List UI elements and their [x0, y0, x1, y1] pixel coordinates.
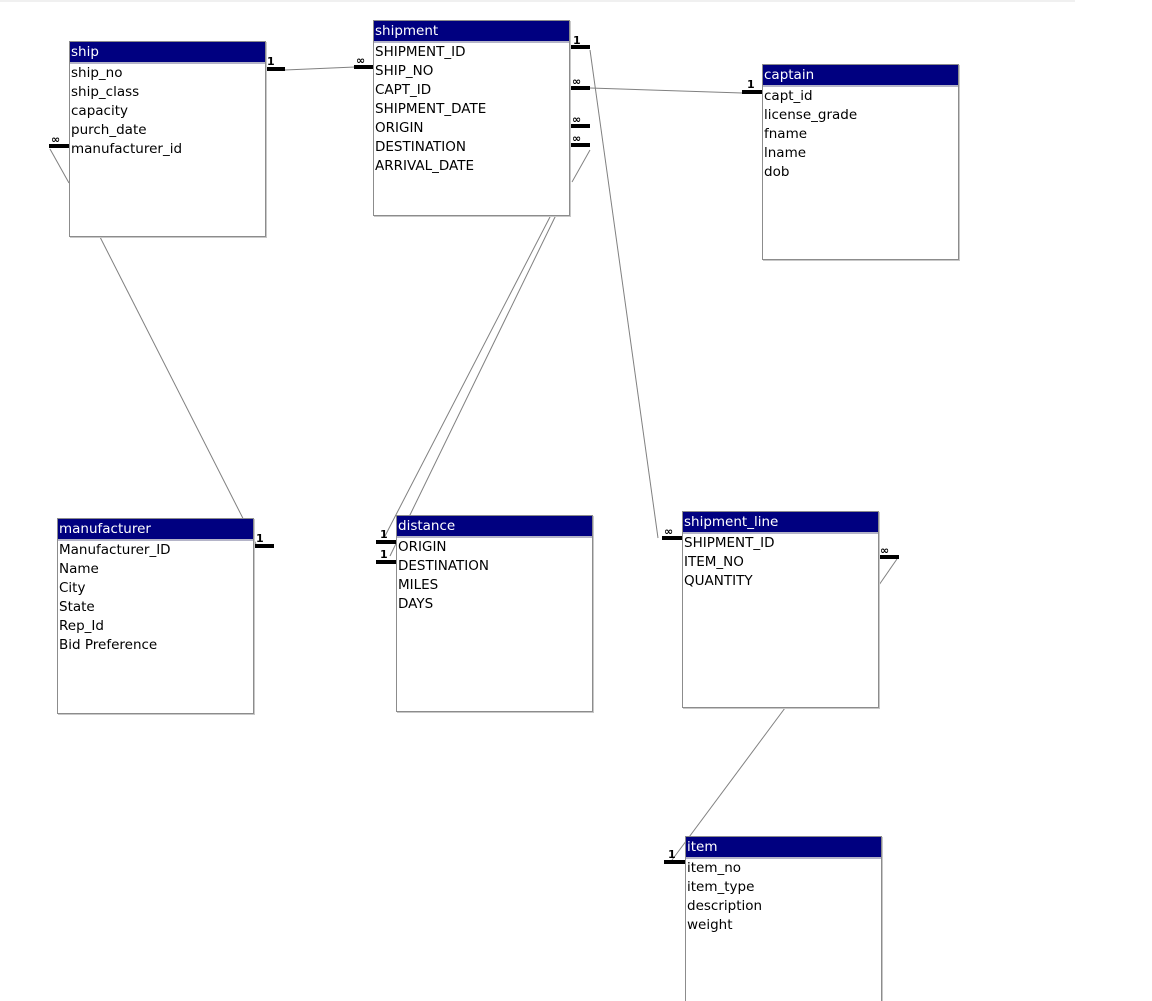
field-item[interactable]: Rep_Id — [59, 618, 104, 634]
card-shipment-one: 1 — [573, 34, 581, 47]
field-item[interactable]: State — [59, 599, 95, 615]
bar-shipment-many — [354, 65, 373, 69]
bar-shipment-many-2 — [571, 86, 590, 90]
card-distance-one-2: 1 — [380, 548, 388, 561]
field-item[interactable]: purch_date — [71, 122, 147, 138]
field-list: item_no item_type description weight — [686, 859, 881, 935]
link-distance-destination — [389, 214, 557, 557]
card-ship-many: ∞ — [51, 133, 60, 146]
field-item[interactable]: SHIPMENT_ID — [684, 535, 775, 551]
card-manufacturer-one: 1 — [256, 532, 264, 545]
table-title[interactable]: captain — [763, 65, 958, 87]
card-shipment-many-3: ∞ — [572, 113, 581, 126]
link-shipmentline-self — [878, 558, 898, 586]
field-item[interactable]: ITEM_NO — [684, 554, 744, 570]
field-item[interactable]: capacity — [71, 103, 128, 119]
field-item[interactable]: item_type — [687, 879, 755, 895]
field-list: SHIPMENT_ID ITEM_NO QUANTITY — [683, 534, 878, 591]
top-divider — [0, 0, 1075, 2]
card-shipment-many: ∞ — [356, 54, 365, 67]
field-list: Manufacturer_ID Name City State Rep_Id B… — [58, 541, 253, 655]
field-item[interactable]: Bid Preference — [59, 637, 158, 653]
table-item[interactable]: item item_no item_type description weigh… — [685, 836, 882, 1001]
card-shipment-many-4: ∞ — [572, 132, 581, 145]
table-captain[interactable]: captain capt_id license_grade fname lnam… — [762, 64, 959, 260]
card-shipmentline-many: ∞ — [664, 525, 673, 538]
link-ship-manufacturer — [99, 236, 258, 547]
link-captain-shipment — [589, 87, 743, 94]
field-item[interactable]: MILES — [398, 577, 439, 593]
field-list: capt_id license_grade fname lname dob — [763, 87, 958, 182]
field-item[interactable]: weight — [687, 917, 733, 933]
field-item[interactable]: Manufacturer_ID — [59, 542, 171, 558]
table-ship[interactable]: ship ship_no ship_class capacity purch_d… — [69, 41, 266, 237]
field-item[interactable]: capt_id — [764, 88, 813, 104]
table-shipment[interactable]: shipment SHIPMENT_ID SHIP_NO CAPT_ID SHI… — [373, 20, 570, 216]
card-ship-one: 1 — [267, 55, 275, 68]
field-item[interactable]: City — [59, 580, 86, 596]
bar-shipmentline-many-2 — [879, 555, 899, 559]
field-item[interactable]: lname — [764, 145, 807, 161]
table-manufacturer[interactable]: manufacturer Manufacturer_ID Name City S… — [57, 518, 254, 714]
table-distance[interactable]: distance ORIGIN DESTINATION MILES DAYS — [396, 515, 593, 712]
link-distance-origin — [384, 214, 552, 537]
field-item[interactable]: SHIPMENT_ID — [375, 44, 466, 60]
card-item-one: 1 — [668, 848, 676, 861]
card-shipment-many-2: ∞ — [572, 75, 581, 88]
field-item[interactable]: item_no — [687, 860, 742, 876]
field-item[interactable]: ORIGIN — [375, 120, 424, 136]
bar-manufacturer-one — [254, 544, 274, 548]
link-shipment-line — [589, 49, 659, 539]
link-shipment-self — [571, 149, 591, 183]
bar-shipmentline-many — [662, 536, 682, 540]
table-title[interactable]: ship — [70, 42, 265, 64]
field-list: ship_no ship_class capacity purch_date m… — [70, 64, 265, 159]
bar-distance-one-2 — [376, 560, 396, 564]
field-item[interactable]: manufacturer_id — [71, 141, 183, 157]
field-item[interactable]: ship_no — [71, 65, 123, 81]
bar-distance-one-1 — [376, 540, 396, 544]
bar-item-one — [664, 860, 685, 864]
bar-shipment-many-4 — [571, 143, 590, 147]
card-shipmentline-many-2: ∞ — [880, 544, 889, 557]
table-title[interactable]: shipment — [374, 21, 569, 43]
field-item[interactable]: DESTINATION — [398, 558, 489, 574]
field-item[interactable]: Name — [59, 561, 99, 577]
field-list: SHIPMENT_ID SHIP_NO CAPT_ID SHIPMENT_DAT… — [374, 43, 569, 176]
field-item[interactable]: SHIPMENT_DATE — [375, 101, 487, 117]
field-item[interactable]: DAYS — [398, 596, 434, 612]
field-item[interactable]: ship_class — [71, 84, 140, 100]
field-item[interactable]: description — [687, 898, 763, 914]
table-title[interactable]: shipment_line — [683, 512, 878, 534]
field-item[interactable]: SHIP_NO — [375, 63, 434, 79]
field-item[interactable]: CAPT_ID — [375, 82, 432, 98]
bar-ship-one — [266, 67, 285, 71]
card-distance-one-1: 1 — [380, 528, 388, 541]
field-item[interactable]: fname — [764, 126, 808, 142]
bar-shipment-many-3 — [571, 124, 590, 128]
field-item[interactable]: DESTINATION — [375, 139, 466, 155]
table-title[interactable]: item — [686, 837, 881, 859]
field-item[interactable]: ORIGIN — [398, 539, 447, 555]
link-ship-self — [49, 148, 70, 184]
table-title[interactable]: manufacturer — [58, 519, 253, 541]
field-item[interactable]: ARRIVAL_DATE — [375, 158, 474, 174]
field-list: ORIGIN DESTINATION MILES DAYS — [397, 538, 592, 614]
field-item[interactable]: QUANTITY — [684, 573, 753, 589]
field-item[interactable]: license_grade — [764, 107, 858, 123]
bar-ship-many — [49, 144, 69, 148]
field-item[interactable]: dob — [764, 164, 790, 180]
table-shipment-line[interactable]: shipment_line SHIPMENT_ID ITEM_NO QUANTI… — [682, 511, 879, 708]
link-ship-shipment — [284, 66, 356, 71]
link-item-shipmentline — [671, 707, 786, 861]
card-captain-one: 1 — [747, 78, 755, 91]
bar-captain-one — [742, 90, 762, 94]
table-title[interactable]: distance — [397, 516, 592, 538]
bar-shipment-one — [571, 45, 590, 49]
